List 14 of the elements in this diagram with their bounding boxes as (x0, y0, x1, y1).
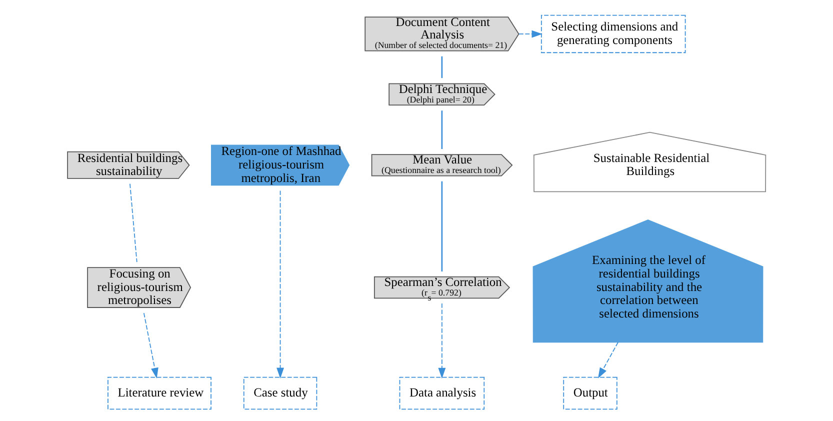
connector (441, 110, 443, 149)
arrow (438, 303, 446, 379)
node-box: Selecting dimensions and generating components (540, 14, 686, 54)
node-box: Literature review (108, 376, 212, 410)
arrow (143, 312, 158, 379)
node-box: Case study (243, 376, 318, 410)
connector (441, 181, 443, 272)
connector (441, 56, 443, 78)
connector (130, 183, 138, 263)
arrow (276, 190, 284, 378)
arrow (598, 342, 619, 378)
node-box: Data analysis (399, 376, 485, 410)
arrow (518, 30, 542, 38)
node-box: Output (563, 376, 618, 410)
